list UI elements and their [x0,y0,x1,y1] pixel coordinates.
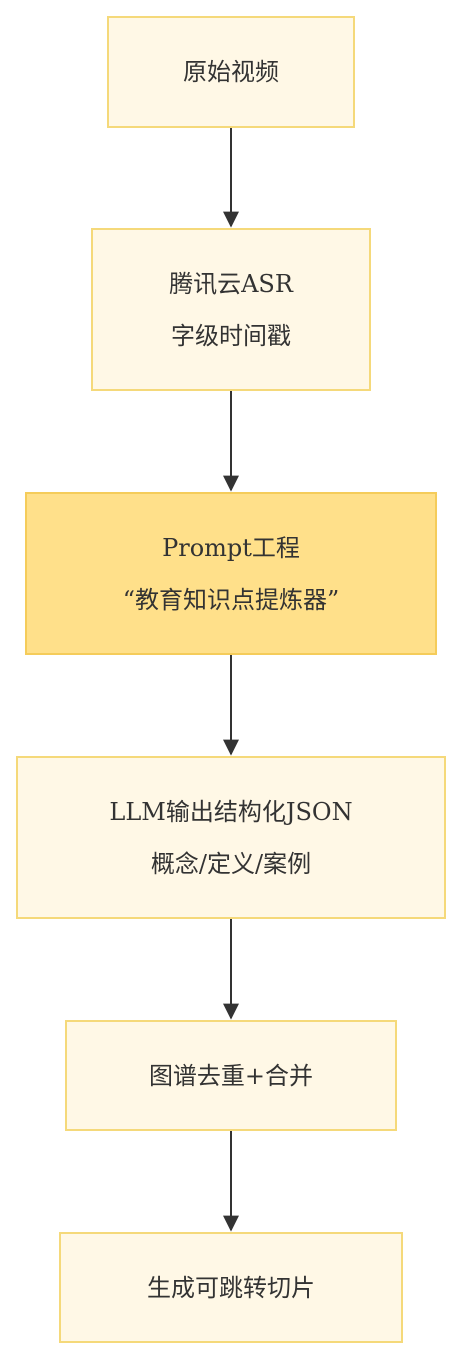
node-label-line: 原始视频 [183,58,279,86]
node-label-line: 图谱去重+合并 [148,1061,314,1090]
node-asr-timestamps: 腾讯云ASR 字级时间戳 [91,228,371,391]
node-label-line: LLM输出结构化JSON [109,797,353,826]
node-prompt-engineering: Prompt工程 “教育知识点提炼器” [25,492,437,655]
node-jumpable-clips: 生成可跳转切片 [59,1232,403,1343]
node-llm-json: LLM输出结构化JSON 概念/定义/案例 [16,756,446,919]
node-original-video: 原始视频 [107,16,355,128]
node-label-line: 字级时间戳 [171,321,291,350]
node-label-line: 概念/定义/案例 [150,849,312,878]
node-graph-dedup: 图谱去重+合并 [65,1020,397,1131]
node-label-line: 生成可跳转切片 [147,1273,315,1302]
node-label-line: “教育知识点提炼器” [122,585,340,614]
node-label-line: Prompt工程 [162,533,300,562]
node-label-line: 腾讯云ASR [169,269,293,298]
